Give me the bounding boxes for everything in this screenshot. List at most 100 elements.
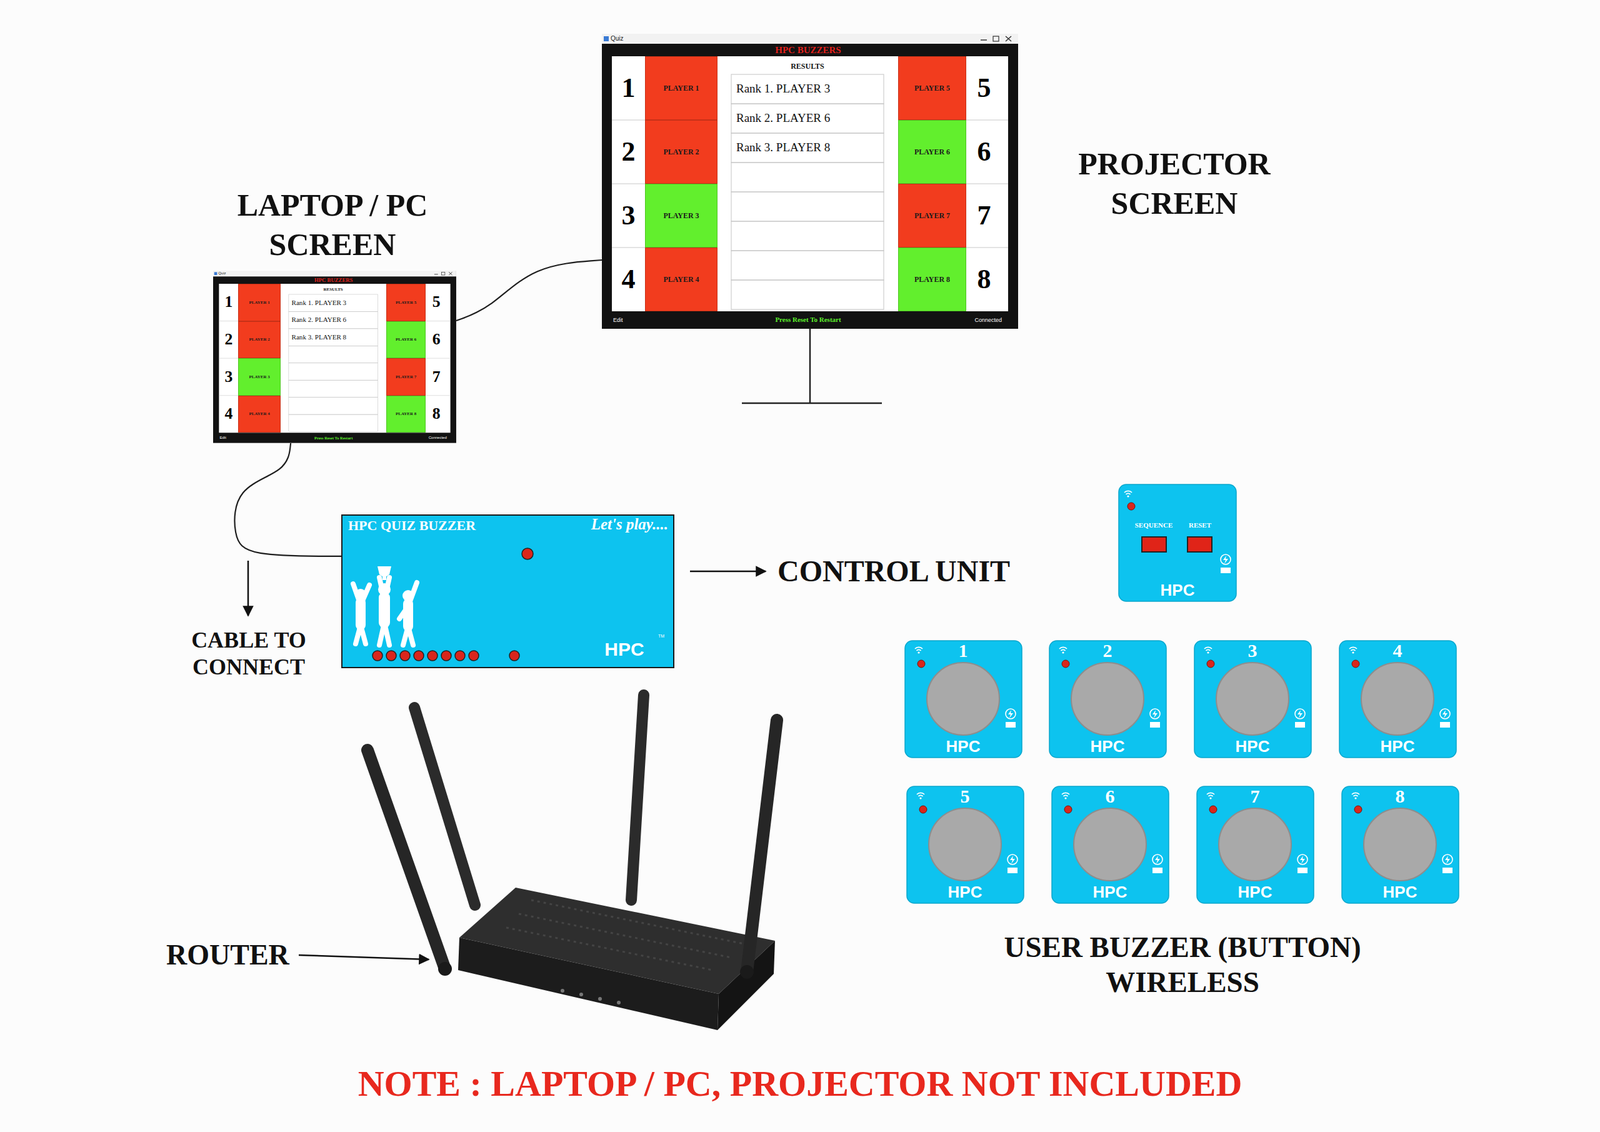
edit-button: Edit bbox=[220, 432, 250, 443]
player-cell: PLAYER 7 bbox=[386, 358, 427, 396]
player-number: 4 bbox=[218, 395, 239, 434]
user-buzzer-art bbox=[1194, 640, 1312, 758]
brand-logo: HPC bbox=[1368, 881, 1432, 904]
screen-heading: LAPTOP / PC SCREEN bbox=[213, 185, 452, 264]
control-unit-art bbox=[441, 650, 452, 661]
user-buzzer: 1HPC bbox=[904, 640, 1023, 759]
button-label: SEQUENCE bbox=[1125, 521, 1182, 530]
player-cell: PLAYER 1 bbox=[645, 56, 718, 120]
player-number: 2 bbox=[218, 321, 239, 359]
tagline: Let's play.... bbox=[529, 515, 669, 534]
user-buzzer: 6HPC bbox=[1051, 785, 1170, 904]
user-buzzer: 2HPC bbox=[1048, 640, 1167, 759]
buzzer-number: 8 bbox=[1381, 785, 1419, 807]
player-name: PLAYER 6 bbox=[386, 321, 427, 359]
player-number: 4 bbox=[611, 247, 645, 312]
user-buzzer: 8HPC bbox=[1341, 785, 1460, 904]
brand-logo: HPC bbox=[591, 638, 657, 661]
player-name: PLAYER 4 bbox=[645, 247, 718, 312]
window-title: Quiz bbox=[610, 33, 674, 44]
control-unit-art bbox=[341, 515, 674, 668]
master-buzzer-art bbox=[1127, 502, 1135, 510]
rank-entry: Rank 1. PLAYER 3 bbox=[736, 74, 884, 104]
rank-entry: Rank 2. PLAYER 6 bbox=[736, 103, 884, 134]
player-name: PLAYER 3 bbox=[238, 358, 281, 396]
player-cell: PLAYER 3 bbox=[645, 183, 718, 248]
connection-status: Connected bbox=[410, 432, 447, 443]
master-buzzer: SEQUENCERESETHPC bbox=[1118, 483, 1237, 602]
player-number: 5 bbox=[425, 283, 447, 322]
router-illustration bbox=[579, 992, 584, 997]
control-unit-art bbox=[372, 650, 520, 661]
master-buzzer-art bbox=[1220, 567, 1231, 574]
player-cell: PLAYER 1 bbox=[238, 283, 281, 322]
leader-arrows bbox=[247, 560, 250, 616]
control-unit-art bbox=[521, 548, 534, 560]
projector-stand bbox=[741, 328, 882, 404]
callout-label: USER BUZZER (BUTTON) WIRELESS bbox=[988, 929, 1377, 1000]
status-message: Press Reset To Restart bbox=[714, 311, 902, 329]
buzzer-number: 7 bbox=[1236, 785, 1274, 807]
player-name: PLAYER 4 bbox=[238, 395, 281, 434]
player-cell: PLAYER 5 bbox=[898, 56, 967, 120]
user-buzzer-art bbox=[1049, 640, 1167, 758]
leader-arrows bbox=[690, 570, 766, 573]
player-cell: PLAYER 8 bbox=[898, 247, 967, 312]
window-title: Quiz bbox=[218, 270, 255, 277]
router-illustration bbox=[746, 720, 777, 972]
control-unit-art bbox=[341, 515, 674, 668]
brand-logo: HPC bbox=[1366, 736, 1429, 758]
brand-logo: HPC bbox=[1221, 736, 1284, 758]
leader-arrows bbox=[298, 955, 429, 960]
status-message: Press Reset To Restart bbox=[278, 432, 389, 443]
master-buzzer-art bbox=[1141, 536, 1167, 552]
player-cell: PLAYER 5 bbox=[386, 283, 427, 322]
user-buzzer: 3HPC bbox=[1193, 640, 1312, 759]
router-illustration bbox=[631, 695, 644, 900]
buzzer-number: 2 bbox=[1088, 640, 1127, 662]
buzzer-number: 1 bbox=[944, 640, 982, 662]
rank-entry: Rank 3. PLAYER 8 bbox=[736, 133, 884, 163]
player-cell: PLAYER 4 bbox=[238, 395, 281, 434]
user-buzzer-art bbox=[1051, 786, 1169, 904]
control-unit-art bbox=[455, 650, 465, 661]
device-title: HPC QUIZ BUZZER bbox=[348, 517, 536, 534]
results-heading: RESULTS bbox=[288, 285, 378, 294]
router-illustration bbox=[438, 961, 452, 976]
brand-logo: HPC bbox=[1078, 881, 1142, 904]
router-illustration bbox=[414, 707, 475, 905]
leader-arrows bbox=[248, 560, 766, 960]
control-unit: HPC QUIZ BUZZERLet's play....HPCTM bbox=[341, 515, 674, 668]
projector-screen: PROJECTOR SCREENPLAYER 1PLAYER 2PLAYER 3… bbox=[601, 33, 1019, 329]
router-illustration bbox=[458, 937, 719, 1030]
master-buzzer-art bbox=[1118, 484, 1237, 602]
brand-logo: HPC bbox=[931, 736, 995, 758]
note-text: NOTE : LAPTOP / PC, PROJECTOR NOT INCLUD… bbox=[175, 1061, 1425, 1106]
brand-logo: HPC bbox=[1146, 580, 1209, 602]
rank-entry: Rank 2. PLAYER 6 bbox=[291, 311, 379, 329]
control-unit-art bbox=[427, 650, 438, 661]
control-unit-art bbox=[402, 590, 414, 602]
rank-entry: Rank 3. PLAYER 8 bbox=[291, 328, 379, 346]
cable-connector bbox=[456, 260, 602, 321]
master-buzzer-art bbox=[1126, 495, 1129, 497]
app-title: HPC BUZZERS bbox=[278, 276, 389, 284]
buzzer-number: 5 bbox=[946, 785, 984, 807]
user-buzzer: 4HPC bbox=[1338, 640, 1457, 759]
callout-label: CONTROL UNIT bbox=[777, 552, 1090, 590]
player-name: PLAYER 2 bbox=[238, 321, 281, 359]
player-number: 3 bbox=[218, 358, 239, 396]
control-unit-art bbox=[382, 576, 387, 580]
player-name: PLAYER 8 bbox=[386, 395, 427, 434]
control-unit-art bbox=[413, 650, 424, 661]
user-buzzer-art bbox=[1339, 640, 1457, 758]
control-unit-art bbox=[468, 650, 479, 661]
master-buzzer-art bbox=[1118, 484, 1237, 602]
user-buzzer-art bbox=[1196, 786, 1314, 904]
user-buzzer-art bbox=[906, 786, 1024, 904]
brand-logo: HPC bbox=[1076, 736, 1139, 758]
player-cell: PLAYER 6 bbox=[386, 321, 427, 359]
user-buzzer-art bbox=[905, 640, 1022, 758]
player-cell: PLAYER 7 bbox=[898, 183, 967, 248]
player-name: PLAYER 7 bbox=[898, 183, 967, 248]
